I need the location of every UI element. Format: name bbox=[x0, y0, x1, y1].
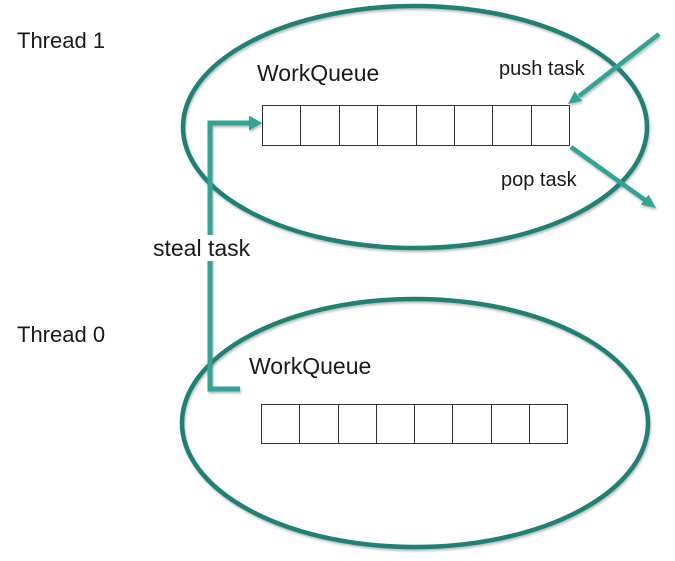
thread0-workqueue bbox=[261, 404, 568, 444]
thread0-label: Thread 0 bbox=[17, 322, 106, 347]
queue-cell bbox=[338, 106, 377, 145]
queue-cell bbox=[452, 405, 490, 443]
pop-task-arrowhead bbox=[640, 194, 656, 208]
queue-cell bbox=[530, 106, 569, 145]
queue-cell bbox=[262, 405, 299, 443]
queue-cell bbox=[337, 405, 376, 443]
queue-cell bbox=[414, 405, 452, 443]
steal-task-label: steal task bbox=[150, 235, 254, 262]
push-task-arrow bbox=[577, 32, 661, 98]
queue-cell bbox=[299, 405, 337, 443]
queue-cell bbox=[377, 106, 415, 145]
thread1-label: Thread 1 bbox=[17, 28, 106, 53]
push-task-arrowhead bbox=[568, 91, 583, 104]
queue-cell bbox=[490, 405, 529, 443]
thread1-workqueue-label: WorkQueue bbox=[257, 60, 380, 86]
queue-cell bbox=[415, 106, 454, 145]
queue-cell bbox=[300, 106, 338, 145]
queue-cell bbox=[263, 106, 300, 145]
thread1-workqueue bbox=[262, 105, 570, 146]
queue-cell bbox=[375, 405, 414, 443]
queue-cell bbox=[528, 405, 567, 443]
queue-cell bbox=[492, 106, 530, 145]
queue-cell bbox=[453, 106, 492, 145]
push-task-label: push task bbox=[499, 58, 585, 80]
steal-task-arrowhead bbox=[249, 115, 262, 131]
thread0-workqueue-label: WorkQueue bbox=[249, 353, 372, 379]
pop-task-label: pop task bbox=[501, 169, 577, 191]
pop-task-arrow bbox=[569, 145, 647, 202]
